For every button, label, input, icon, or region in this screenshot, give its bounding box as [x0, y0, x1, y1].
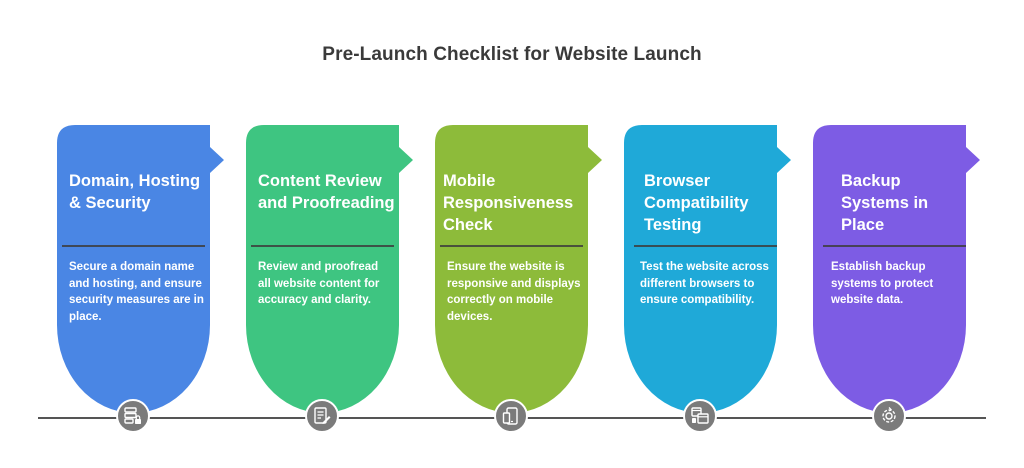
- step-card-content-review: Content Review and Proofreading Review a…: [246, 125, 424, 415]
- step-divider: [634, 245, 777, 247]
- devices-icon: [502, 407, 518, 425]
- step-shape: [813, 125, 980, 413]
- step-description: Test the website across different browse…: [640, 261, 769, 306]
- step-divider: [62, 245, 205, 247]
- step-shape: [57, 125, 224, 413]
- step-heading: Content Review and Proofreading: [258, 172, 395, 212]
- step-shape-fill: [813, 125, 980, 413]
- step-heading: Backup Systems in Place: [841, 172, 929, 234]
- step-badge: [872, 399, 906, 433]
- step-card-domain-hosting-security: Domain, Hosting & Security Secure a doma…: [57, 125, 235, 415]
- step-heading: Browser Compatibility Testing: [644, 172, 749, 234]
- step-shape-fill: [624, 125, 791, 413]
- server-lock-icon: [124, 407, 141, 424]
- step-description: Ensure the website is responsive and dis…: [447, 261, 581, 323]
- step-card-backup-systems: Backup Systems in Place Establish backup…: [813, 125, 991, 415]
- step-badge: [305, 399, 339, 433]
- step-divider: [251, 245, 394, 247]
- step-card-browser-compatibility: Browser Compatibility Testing Test the w…: [624, 125, 802, 415]
- step-badge: [116, 399, 150, 433]
- step-shape-fill: [435, 125, 602, 413]
- step-shape: [624, 125, 791, 413]
- step-heading: Mobile Responsiveness Check: [443, 172, 574, 234]
- step-badge: [683, 399, 717, 433]
- step-card-mobile-responsiveness: Mobile Responsiveness Check Ensure the w…: [435, 125, 613, 415]
- step-description: Secure a domain name and hosting, and en…: [69, 261, 204, 323]
- step-divider: [823, 245, 966, 247]
- step-shape: [435, 125, 602, 413]
- document-edit-icon: [314, 407, 331, 424]
- diagram-title: Pre-Launch Checklist for Website Launch: [322, 44, 702, 65]
- browser-windows-icon: [691, 407, 709, 424]
- step-shape: [246, 125, 413, 413]
- step-badge: [494, 399, 528, 433]
- step-shape-fill: [246, 125, 413, 413]
- step-shape-fill: [57, 125, 224, 413]
- step-description: Review and proofread all website content…: [258, 261, 380, 306]
- step-heading: Domain, Hosting & Security: [69, 172, 201, 212]
- step-description: Establish backup systems to protect webs…: [831, 261, 934, 306]
- backup-gear-icon: [882, 407, 896, 423]
- step-divider: [440, 245, 583, 247]
